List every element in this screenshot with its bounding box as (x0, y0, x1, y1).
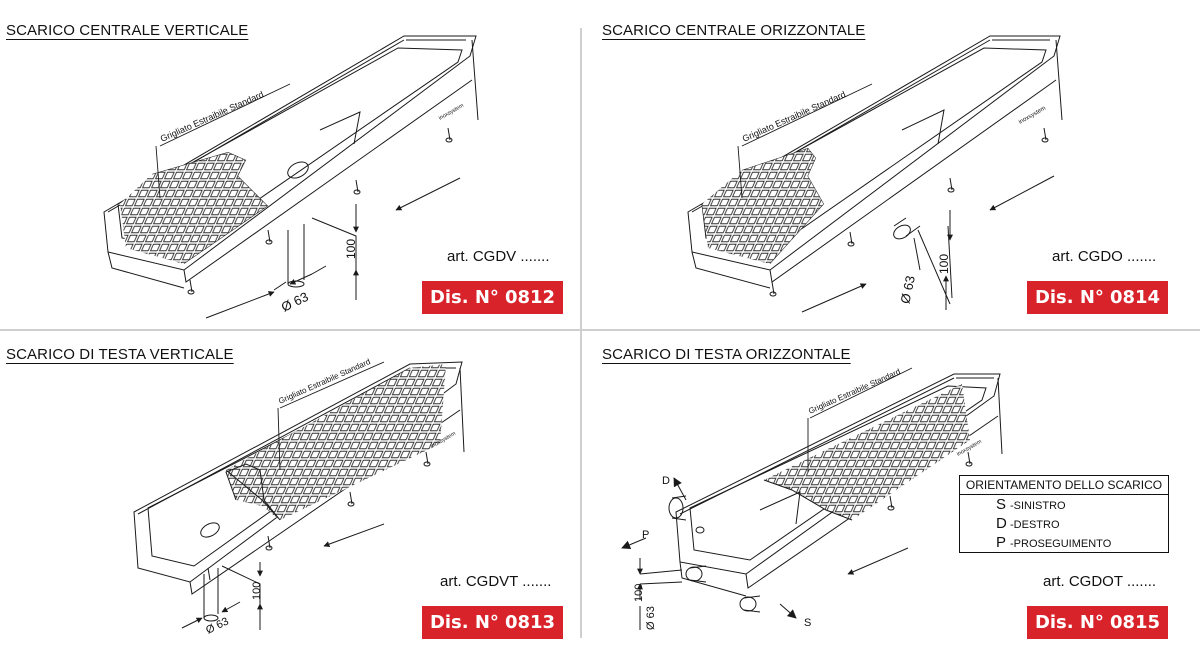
panel-title: SCARICO DI TESTA VERTICALE (6, 346, 234, 363)
panel-title: SCARICO CENTRALE ORIZZONTALE (602, 22, 866, 39)
article-code: art. CGDVT ....... (440, 573, 552, 590)
article-code: art. CGDV ....... (447, 248, 550, 265)
orientation-legend: ORIENTAMENTO DELLO SCARICO S-SINISTRO D-… (959, 475, 1169, 553)
channel-drawing-1: 100 Ø 63 Grigliato Estraibile Standard i… (103, 35, 479, 319)
drawing-number-label: Dis. N° (429, 612, 499, 633)
article-code: art. CGDOT ....... (1043, 573, 1157, 590)
panel-title: SCARICO DI TESTA ORIZZONTALE (602, 346, 851, 363)
dimension-height: 100 (937, 254, 951, 274)
dimension-diameter: Ø 63 (645, 606, 657, 630)
dimension-height: 100 (251, 582, 263, 600)
brand-label: inoxsystem (438, 103, 465, 122)
vertical-divider (580, 28, 582, 638)
legend-title: ORIENTAMENTO DELLO SCARICO (960, 476, 1168, 495)
drawing-number: 0814 (1109, 287, 1161, 308)
drawing-number: 0815 (1109, 612, 1161, 633)
dimension-diameter: Ø 63 (897, 274, 918, 305)
dimension-height: 100 (633, 584, 645, 602)
drawing-number-label: Dis. N° (429, 287, 499, 308)
panel-centrale-verticale: SCARICO CENTRALE VERTICALE (0, 22, 590, 342)
panel-testa-orizzontale: SCARICO DI TESTA ORIZZONTALE (596, 346, 1186, 666)
horizontal-divider (0, 329, 1200, 331)
channel-drawing-2: 100 Ø 63 Grigliato Estraibile Standard i… (687, 35, 1063, 313)
legend-item-proseguimento: P-PROSEGUIMENTO (996, 534, 1112, 551)
dimension-height: 100 (344, 239, 358, 259)
drawing-number-badge: Dis. N° 0812 (422, 281, 563, 314)
arrow-label-destro: D (662, 475, 670, 487)
article-code: art. CGDO ....... (1052, 248, 1157, 265)
panel-testa-verticale: SCARICO DI TESTA VERTICALE (0, 346, 590, 666)
legend-item-sinistro: S-SINISTRO (996, 496, 1066, 513)
channel-drawing-3: 100 Ø 63 Grigliato Estraibile Standard i… (133, 357, 465, 637)
channel-drawing-4: D P S 100 Ø 63 Grigliato Estraibile Stan… (621, 367, 1003, 630)
dimension-diameter: Ø 63 (279, 289, 311, 315)
drawing-number: 0812 (504, 287, 556, 308)
arrow-label-proseguimento: P (642, 529, 649, 541)
legend-item-destro: D-DESTRO (996, 515, 1060, 532)
drawing-number-label: Dis. N° (1034, 287, 1104, 308)
arrow-label-sinistro: S (804, 617, 811, 629)
panel-centrale-orizzontale: SCARICO CENTRALE ORIZZONTALE (596, 22, 1186, 342)
panel-title: SCARICO CENTRALE VERTICALE (6, 22, 249, 39)
drawing-number: 0813 (504, 612, 556, 633)
drawing-number-badge: Dis. N° 0813 (422, 606, 563, 639)
brand-label: inoxsystem (1018, 106, 1047, 126)
drawing-number-label: Dis. N° (1034, 612, 1104, 633)
drawing-number-badge: Dis. N° 0815 (1027, 606, 1168, 639)
drawing-number-badge: Dis. N° 0814 (1027, 281, 1168, 314)
dimension-diameter: Ø 63 (204, 615, 231, 636)
